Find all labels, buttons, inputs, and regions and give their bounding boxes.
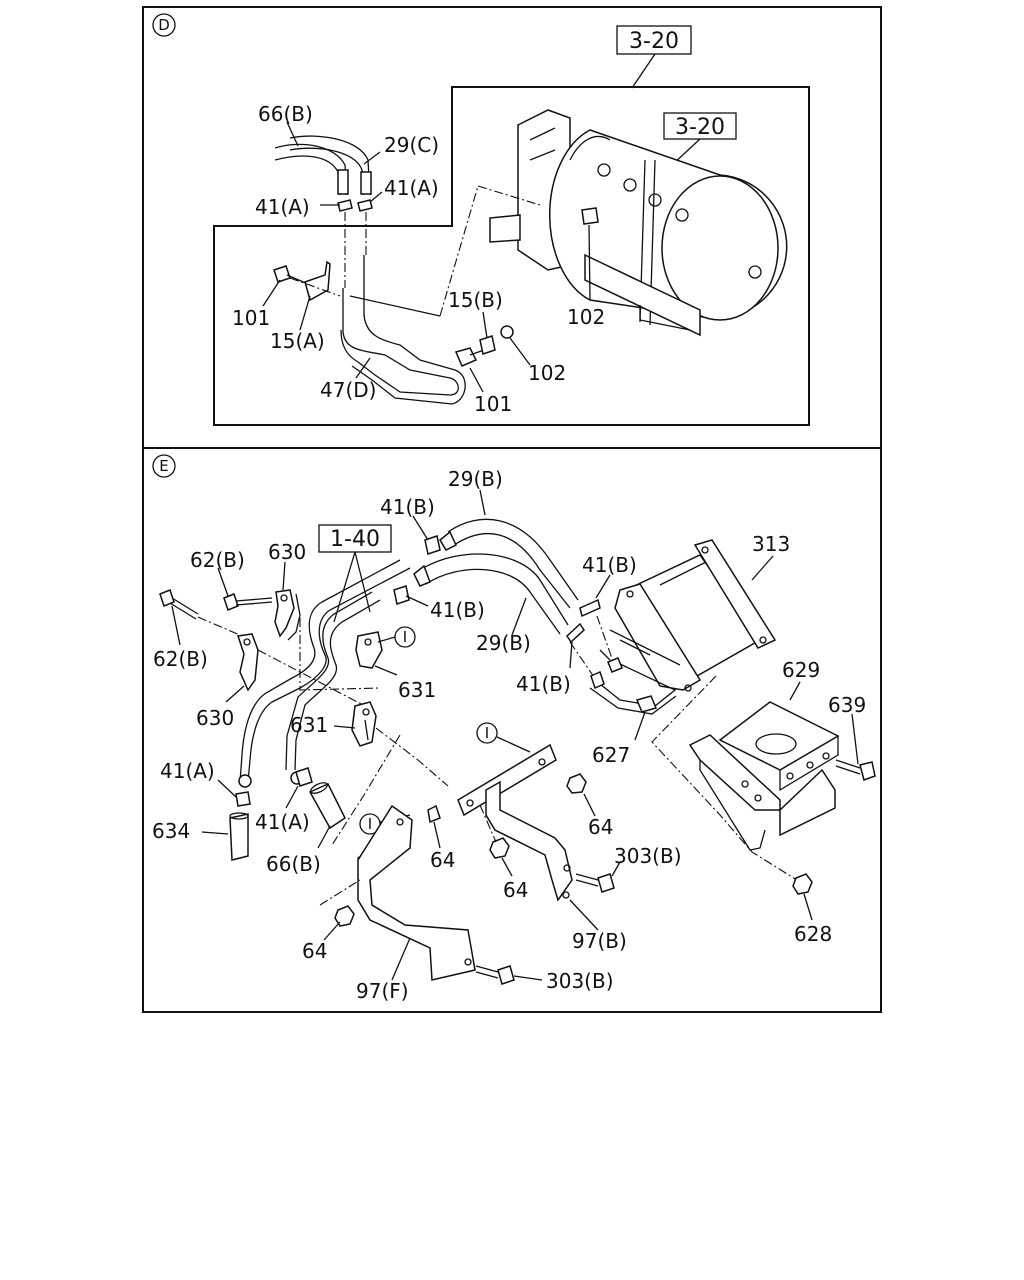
clamp-631-left bbox=[351, 701, 377, 747]
clamp-630-top bbox=[274, 589, 301, 641]
diagram-frame bbox=[142, 6, 882, 1013]
bracket-629 bbox=[688, 701, 840, 851]
fitting-41a-mid bbox=[295, 767, 313, 787]
callout-303b-bottom: 303(B) bbox=[546, 969, 614, 993]
hose-29b-pair bbox=[413, 518, 579, 635]
callout-97f: 97(F) bbox=[356, 979, 409, 1003]
bolt-639 bbox=[835, 759, 876, 781]
bracket-97f bbox=[356, 804, 476, 981]
fitting-41a-left bbox=[235, 791, 251, 807]
callout-101-bottom: 101 bbox=[474, 392, 512, 416]
pipe-47d bbox=[340, 185, 541, 405]
callout-64-b: 64 bbox=[430, 848, 455, 872]
callout-62b-top: 62(B) bbox=[190, 548, 245, 572]
callout-629: 629 bbox=[782, 658, 820, 682]
callout-41a-left: 41(A) bbox=[255, 195, 310, 219]
bolt-303b-bottom bbox=[475, 965, 515, 985]
callout-66b: 66(B) bbox=[266, 852, 321, 876]
callout-313: 313 bbox=[752, 532, 790, 556]
nut-64-c bbox=[489, 837, 510, 859]
callout-41b-mid: 41(B) bbox=[430, 598, 485, 622]
callout-630-top: 630 bbox=[268, 540, 306, 564]
fitting-41a-pair bbox=[337, 199, 373, 288]
hose-634 bbox=[229, 812, 249, 861]
callout-41a-mid: 41(A) bbox=[255, 810, 310, 834]
hose-66b bbox=[274, 135, 372, 196]
fittings-41b bbox=[393, 535, 615, 681]
callout-102-bottom: 102 bbox=[528, 361, 566, 385]
bolt-62b-left bbox=[159, 589, 243, 637]
section-d-marker: D bbox=[158, 16, 170, 34]
callout-97b: 97(B) bbox=[572, 929, 627, 953]
sub-marker-3: I bbox=[368, 815, 372, 833]
bolt-62b-top bbox=[223, 593, 273, 611]
metal-pipes bbox=[238, 559, 411, 788]
callout-64-a: 64 bbox=[588, 815, 613, 839]
callout-630-left: 630 bbox=[196, 706, 234, 730]
ref-box-3-20-outer bbox=[616, 25, 692, 55]
nut-64-a bbox=[566, 773, 587, 794]
ref-box-1-40-label: 1-40 bbox=[330, 527, 380, 552]
callout-41a-right: 41(A) bbox=[384, 176, 439, 200]
callout-66b: 66(B) bbox=[258, 102, 313, 126]
section-d-marker-circle bbox=[152, 13, 176, 37]
section-e-marker-circle bbox=[152, 454, 176, 478]
clamp-631-right bbox=[355, 631, 383, 669]
callout-15a: 15(A) bbox=[270, 329, 325, 353]
callout-627: 627 bbox=[592, 743, 630, 767]
callout-47d: 47(D) bbox=[320, 378, 376, 402]
air-tank bbox=[489, 109, 788, 337]
callout-303b-right: 303(B) bbox=[614, 844, 682, 868]
callout-101-left: 101 bbox=[232, 306, 270, 330]
callout-64-c: 64 bbox=[503, 878, 528, 902]
section-e-marker: E bbox=[159, 457, 168, 475]
hose-66b-short bbox=[308, 782, 346, 830]
callout-62b-left: 62(B) bbox=[153, 647, 208, 671]
callout-41b-low: 41(B) bbox=[516, 672, 571, 696]
callout-41b-top: 41(B) bbox=[380, 495, 435, 519]
pipe-627 bbox=[589, 657, 677, 715]
bracket-97b bbox=[457, 743, 573, 902]
nut-628 bbox=[792, 873, 813, 895]
callout-41b-mid-right: 41(B) bbox=[582, 553, 637, 577]
callout-15b: 15(B) bbox=[448, 288, 503, 312]
bracket-313 bbox=[599, 539, 777, 692]
nut-64-d bbox=[334, 905, 355, 927]
sub-marker-circle-2 bbox=[476, 722, 498, 744]
callout-29c: 29(C) bbox=[384, 133, 439, 157]
sub-marker-1: I bbox=[403, 628, 407, 646]
ref-box-3-20-outer-label: 3-20 bbox=[629, 29, 679, 54]
callout-29b-mid: 29(B) bbox=[476, 631, 531, 655]
callout-29b-top: 29(B) bbox=[448, 467, 503, 491]
callout-639: 639 bbox=[828, 693, 866, 717]
callout-628: 628 bbox=[794, 922, 832, 946]
callout-64-d: 64 bbox=[302, 939, 327, 963]
section-d-inset-frame bbox=[213, 86, 810, 426]
section-d: D 3-20 3-20 bbox=[152, 13, 810, 426]
section-e: E 1-40 bbox=[152, 454, 876, 1003]
bolt-101-and-clip-15a bbox=[273, 260, 341, 302]
callout-41a-left: 41(A) bbox=[160, 759, 215, 783]
sub-marker-2: I bbox=[485, 724, 489, 742]
ref-box-3-20-inner-label: 3-20 bbox=[675, 115, 725, 140]
callout-634: 634 bbox=[152, 819, 190, 843]
callout-631-left: 631 bbox=[290, 713, 328, 737]
callout-102-top: 102 bbox=[567, 305, 605, 329]
bolt-303b-right bbox=[575, 873, 615, 893]
bolt-101-clip-15b-nut-102 bbox=[454, 325, 514, 367]
nut-64-b bbox=[427, 804, 441, 824]
callout-631-right: 631 bbox=[398, 678, 436, 702]
clamp-630-left bbox=[237, 633, 366, 707]
